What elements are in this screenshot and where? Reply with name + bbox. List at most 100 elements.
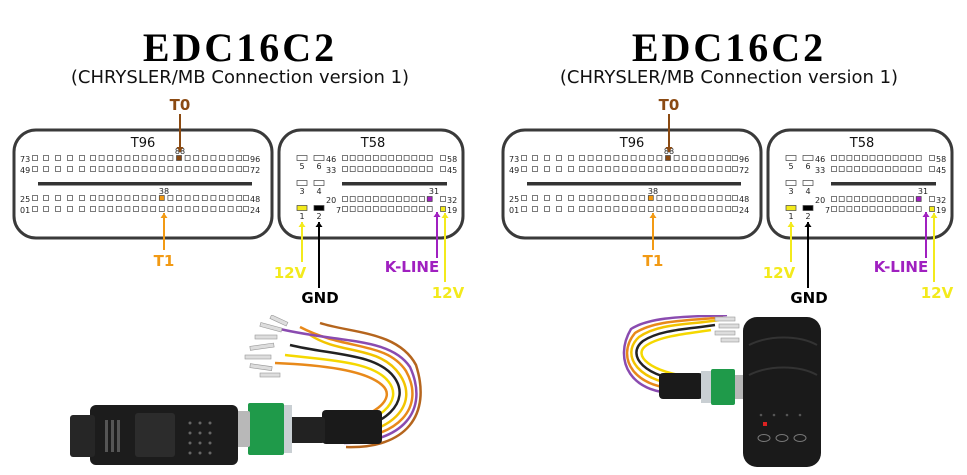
pin [150, 166, 157, 172]
pin [98, 206, 105, 212]
pin [699, 166, 706, 172]
pin-row-start-label: 33 [815, 166, 825, 175]
pin [690, 155, 697, 161]
pin-row-end-label: 32 [936, 196, 946, 205]
pin-row-start-label: 01 [20, 206, 30, 215]
pin-row-end-label: 24 [739, 206, 749, 215]
pin [176, 195, 182, 201]
pin-row-end-label: 72 [250, 166, 260, 175]
pin [647, 166, 654, 172]
t0-label: T0 [659, 96, 680, 114]
pin [831, 196, 837, 202]
pin [388, 166, 395, 172]
device-body [743, 317, 821, 467]
pin [725, 166, 732, 172]
pin [193, 195, 200, 201]
pin [596, 166, 603, 172]
pin [613, 206, 620, 212]
pin [32, 195, 38, 201]
pin [124, 195, 131, 201]
pin [124, 155, 131, 161]
pin [236, 155, 243, 161]
pin [656, 195, 663, 201]
pin1-12v-label: 12V [274, 264, 307, 282]
pin [227, 195, 234, 201]
pin [885, 196, 891, 202]
pin [55, 195, 61, 201]
pin [201, 206, 208, 212]
pin [869, 206, 876, 212]
pin [193, 206, 200, 212]
pin [236, 195, 243, 201]
pin [184, 166, 191, 172]
side-pin-4 [313, 180, 325, 186]
pin [396, 166, 402, 172]
t58-label: T58 [849, 136, 874, 151]
pin [579, 206, 585, 212]
pin [521, 166, 527, 172]
pin [98, 195, 105, 201]
pin [732, 195, 738, 201]
pin [90, 166, 96, 172]
pin-row-start-label: 25 [20, 195, 30, 204]
t1-arrow [160, 213, 168, 250]
pin [372, 166, 379, 172]
pin [150, 206, 157, 212]
pin [861, 166, 868, 172]
pin [32, 206, 38, 212]
pin [630, 195, 637, 201]
pin [357, 166, 364, 172]
pin [716, 166, 723, 172]
pin [656, 155, 663, 161]
pin [167, 155, 174, 161]
pin [846, 155, 853, 161]
pin-row-start-label: 49 [20, 166, 30, 175]
pin [673, 166, 680, 172]
pin-31-label: 31 [429, 187, 439, 196]
pin [900, 206, 907, 212]
pin [604, 155, 611, 161]
pin [622, 195, 628, 201]
pin [892, 206, 899, 212]
pin [176, 206, 182, 212]
pin [167, 206, 174, 212]
pin-19-12v [929, 206, 935, 212]
pin [342, 155, 348, 161]
pin [227, 155, 234, 161]
pin-row-end-label: 58 [936, 155, 946, 164]
mini-acdp-2-device-image [622, 315, 821, 467]
pin [639, 195, 646, 201]
pin [908, 206, 914, 212]
pin-31-kline [915, 196, 922, 202]
pin [716, 155, 723, 161]
side-pin-label: 2 [805, 212, 810, 221]
pin [210, 206, 217, 212]
pin [372, 155, 379, 161]
pin [639, 206, 646, 212]
gnd-label: GND [790, 289, 827, 307]
pin [342, 196, 348, 202]
pin [699, 155, 706, 161]
pin [133, 166, 139, 172]
pin [349, 155, 356, 161]
pin [201, 195, 208, 201]
pin [708, 166, 714, 172]
pin [587, 166, 594, 172]
pin-row-end-label: 45 [936, 166, 946, 175]
pin [831, 155, 837, 161]
pin [98, 155, 105, 161]
pin1-12v-arrow [787, 222, 795, 262]
pin [604, 166, 611, 172]
pin [167, 195, 174, 201]
pin [521, 206, 527, 212]
pin [115, 166, 122, 172]
pin [403, 155, 410, 161]
mini-acdp-device-image [70, 315, 422, 465]
pin [846, 206, 853, 212]
pin [67, 166, 73, 172]
pin [107, 166, 114, 172]
pin [184, 206, 191, 212]
pin [32, 155, 38, 161]
pin [357, 155, 364, 161]
pin [365, 166, 371, 172]
